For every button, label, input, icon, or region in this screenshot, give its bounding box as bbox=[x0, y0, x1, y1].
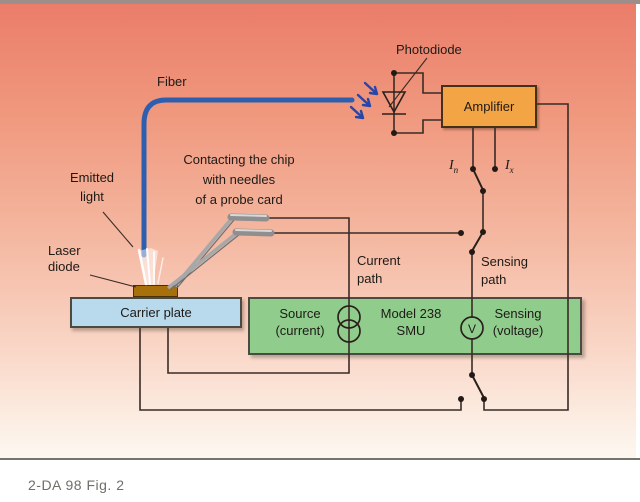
current-path-label: Current path bbox=[357, 253, 401, 286]
figure-caption: 2-DA 98 Fig. 2 bbox=[28, 477, 125, 493]
fiber-label: Fiber bbox=[157, 74, 187, 89]
amplifier-label: Amplifier bbox=[463, 99, 515, 114]
carrier-plate-label: Carrier plate bbox=[120, 305, 192, 320]
smu-sensing-label: Sensing (voltage) bbox=[492, 306, 544, 338]
diagram-background bbox=[0, 4, 636, 458]
sensing-path-label: Sensing path bbox=[481, 254, 528, 287]
current-terminal-ix-label: Ix bbox=[505, 158, 514, 175]
probe-card-label: Contacting the chip with needles of a pr… bbox=[183, 152, 295, 207]
amplifier-box: Amplifier bbox=[441, 85, 537, 128]
current-terminal-in-label: In bbox=[449, 158, 459, 175]
laser-diode-label: Laser diode bbox=[48, 243, 81, 274]
smu-model-label: Model 238 SMU bbox=[380, 306, 442, 338]
smu-source-label: Source (current) bbox=[275, 306, 325, 338]
photodiode-label: Photodiode bbox=[396, 42, 462, 57]
emitted-light-label: Emitted light bbox=[69, 170, 115, 204]
laser-diode-chip bbox=[133, 285, 178, 297]
top-border-bar bbox=[0, 0, 640, 4]
figure-bottom-rule bbox=[0, 458, 640, 460]
carrier-plate-box: Carrier plate bbox=[70, 297, 242, 328]
